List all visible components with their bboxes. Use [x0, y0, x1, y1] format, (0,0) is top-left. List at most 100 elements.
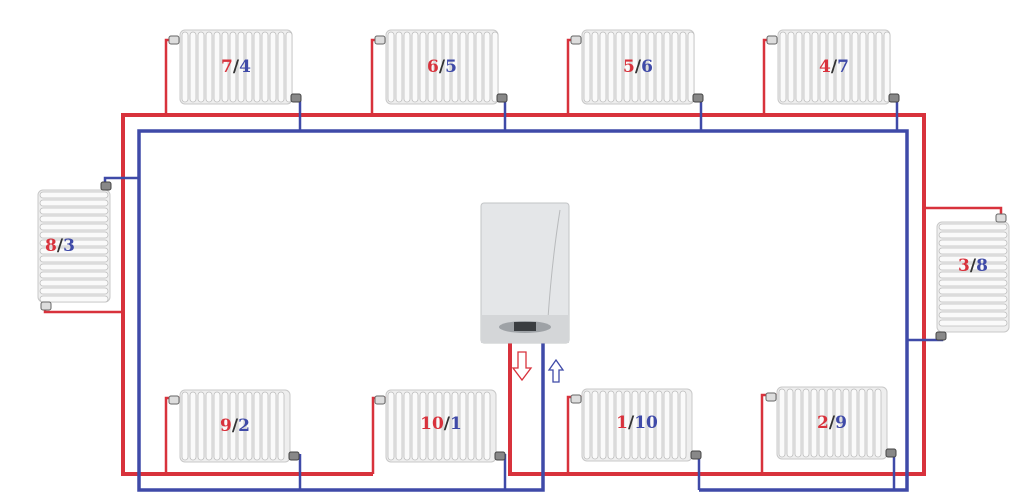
radiator-section	[842, 388, 850, 458]
radiator-section	[39, 207, 109, 215]
radiator-order-label: 1/10	[616, 413, 658, 433]
radiator-section	[403, 31, 411, 103]
supply-branch-pipe	[924, 206, 1003, 222]
supply-order-number: 3	[958, 256, 970, 276]
radiator-section	[269, 391, 277, 461]
radiator-section	[39, 215, 109, 223]
radiator-section	[253, 31, 261, 103]
radiator-section	[229, 31, 237, 103]
separator-slash: /	[443, 414, 451, 434]
radiator-section	[411, 391, 419, 461]
supply-order-number: 8	[45, 236, 57, 256]
radiator-section	[213, 31, 221, 103]
radiator-section	[427, 31, 435, 103]
thermostatic-valve-icon	[765, 392, 777, 402]
supply-order-number: 6	[427, 57, 439, 77]
radiator-section	[811, 31, 819, 103]
radiator-bottom-3	[570, 388, 702, 462]
lockshield-valve-icon	[290, 93, 302, 103]
radiator-section	[599, 31, 607, 103]
radiator-section	[39, 223, 109, 231]
supply-order-number: 2	[817, 413, 829, 433]
radiator-section	[647, 31, 655, 103]
radiator-bottom-4	[765, 386, 897, 460]
radiator-section	[938, 303, 1008, 311]
radiator-order-label: 10/1	[420, 414, 462, 434]
radiator-section	[269, 31, 277, 103]
radiator-section	[655, 31, 663, 103]
radiator-section	[387, 31, 395, 103]
lockshield-valve-icon	[692, 93, 704, 103]
radiator-section	[938, 239, 1008, 247]
radiator-section	[475, 31, 483, 103]
radiator-section	[938, 311, 1008, 319]
separator-slash: /	[830, 57, 838, 77]
radiator-section	[467, 391, 475, 461]
radiator-section	[818, 388, 826, 458]
radiator-section	[245, 31, 253, 103]
radiator-top-4	[766, 29, 900, 105]
radiator-section	[802, 388, 810, 458]
radiator-section	[189, 391, 197, 461]
supply-branch-pipe	[164, 38, 180, 115]
arrow-up-icon	[547, 358, 565, 383]
radiator-section	[39, 199, 109, 207]
radiator-section	[483, 31, 491, 103]
boiler-display	[514, 322, 536, 331]
radiator-order-label: 7/4	[221, 57, 251, 77]
supply-order-number: 1	[616, 413, 628, 433]
return-order-number: 9	[835, 413, 847, 433]
return-order-number: 10	[634, 413, 658, 433]
supply-branch-pipe	[370, 38, 386, 115]
radiator-section	[395, 31, 403, 103]
radiator-section	[443, 31, 451, 103]
radiator-section	[875, 31, 883, 103]
radiator-section	[938, 271, 1008, 279]
radiator-section	[938, 223, 1008, 231]
radiator-section	[623, 390, 631, 460]
radiator-section	[285, 31, 293, 103]
radiator-section	[639, 31, 647, 103]
radiator-section	[253, 391, 261, 461]
thermostatic-valve-icon	[766, 35, 778, 45]
thermostatic-valve-icon	[570, 394, 582, 404]
radiator-section	[671, 390, 679, 460]
radiator-section	[39, 231, 109, 239]
radiator-section	[874, 388, 882, 458]
thermostatic-valve-icon	[570, 35, 582, 45]
radiator-section	[459, 31, 467, 103]
return-order-number: 5	[445, 57, 457, 77]
radiator-section	[866, 388, 874, 458]
radiator-section	[403, 391, 411, 461]
radiator-section	[851, 31, 859, 103]
radiator-left	[37, 181, 112, 311]
lockshield-valve-icon	[690, 450, 702, 460]
radiator-section	[261, 391, 269, 461]
radiator-section	[599, 390, 607, 460]
radiator-section	[181, 391, 189, 461]
radiator-section	[671, 31, 679, 103]
separator-slash: /	[438, 57, 446, 77]
separator-slash: /	[627, 413, 635, 433]
supply-order-number: 9	[220, 416, 232, 436]
radiator-section	[39, 247, 109, 255]
radiator-section	[615, 390, 623, 460]
radiator-section	[237, 391, 245, 461]
return-order-number: 1	[450, 414, 462, 434]
radiator-section	[205, 391, 213, 461]
radiator-section	[39, 279, 109, 287]
supply-branch-pipe	[566, 395, 582, 474]
radiator-section	[795, 31, 803, 103]
radiator-section	[647, 390, 655, 460]
radiator-top-3	[570, 29, 704, 105]
radiator-section	[189, 31, 197, 103]
radiator-section	[867, 31, 875, 103]
radiator-section	[883, 31, 891, 103]
radiator-section	[39, 287, 109, 295]
separator-slash: /	[828, 413, 836, 433]
radiator-section	[786, 388, 794, 458]
radiator-section	[591, 390, 599, 460]
radiator-section	[835, 31, 843, 103]
thermostatic-valve-icon	[374, 35, 386, 45]
